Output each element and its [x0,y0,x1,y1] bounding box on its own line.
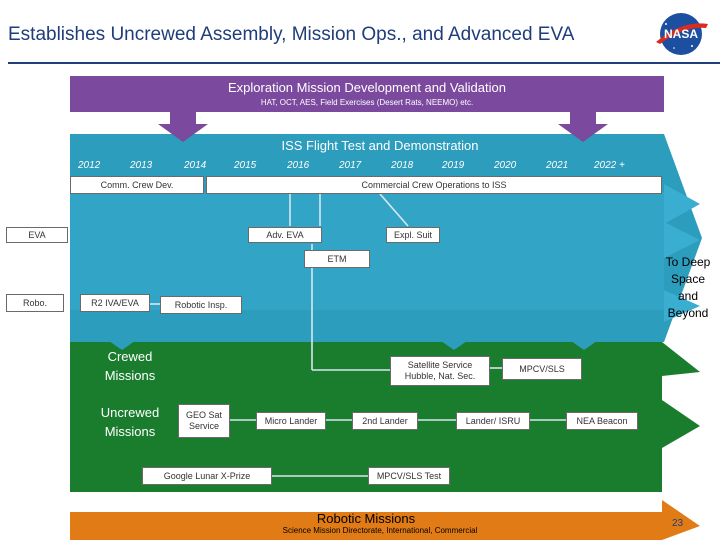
year-label: 2021 [546,160,569,171]
iss-row-arrow-3 [664,290,700,322]
iss-row-arrow-2 [664,222,700,258]
lander-isru-box: Lander/ ISRU [456,412,530,430]
iss-title: ISS Flight Test and Demonstration [281,138,479,153]
beyond-label: To Deep Space and Beyond [665,255,711,320]
robotic-missions-title: Robotic Missions [316,511,416,526]
iss-row-arrow-1 [664,184,700,224]
expl-suit-box: Expl. Suit [386,227,440,243]
exploration-down-arrow-left [158,112,208,142]
crewed-missions-label: Crewed Missions [104,349,156,383]
page-number: 23 [672,518,684,529]
adv-eva-box: Adv. EVA [248,227,322,243]
year-label: 2014 [184,160,207,171]
r2-iva-eva-box: R2 IVA/EVA [80,294,150,312]
crewed-arrowhead [662,342,700,376]
year-label: 2020 [494,160,517,171]
mpcv-sls-test-box: MPCV/SLS Test [368,467,450,485]
geo-sat-service-box: GEO Sat Service [178,404,230,438]
iss-down-arrow-mid [428,316,480,350]
iss-down-arrow-right [558,316,610,350]
uncrewed-arrowhead [662,400,700,448]
satellite-service-box: Satellite Service Hubble, Nat. Sec. [390,356,490,386]
eva-box: EVA [6,227,68,243]
robotic-insp-box: Robotic Insp. [160,296,242,314]
comm-crew-dev-box: Comm. Crew Dev. [70,176,204,194]
robotic-band-arrowhead [662,500,700,540]
uncrewed-missions-label: Uncrewed Missions [100,405,160,439]
exploration-down-arrow-right [558,112,608,142]
mpcv-sls-box: MPCV/SLS [502,358,582,380]
exploration-subtitle: HAT, OCT, AES, Field Exercises (Desert R… [260,98,474,107]
year-label: 2022 + [594,160,625,171]
year-label: 2019 [442,160,465,171]
etm-box: ETM [304,250,370,268]
year-label: 2013 [130,160,153,171]
year-label: 2015 [234,160,257,171]
robotic-band [70,512,662,540]
micro-lander-box: Micro Lander [256,412,326,430]
robo-box: Robo. [6,294,64,312]
year-label: 2012 [78,160,101,171]
nasa-logo: NASA [652,12,710,61]
year-label: 2016 [287,160,310,171]
exploration-title: Exploration Mission Development and Vali… [228,80,506,95]
google-lunar-xprize-box: Google Lunar X-Prize [142,467,272,485]
logo-wordmark: NASA [664,27,698,41]
robotic-missions-subtitle: Science Mission Directorate, Internation… [282,526,478,535]
nea-beacon-box: NEA Beacon [566,412,638,430]
year-label: 2017 [339,160,362,171]
iss-down-arrow-left [96,316,148,350]
connector-line [379,193,409,227]
second-lander-box: 2nd Lander [352,412,418,430]
title-underline [8,62,720,64]
page-title: Establishes Uncrewed Assembly, Mission O… [8,24,575,45]
exploration-band [70,76,664,112]
year-label: 2018 [391,160,414,171]
commercial-crew-ops-box: Commercial Crew Operations to ISS [206,176,662,194]
